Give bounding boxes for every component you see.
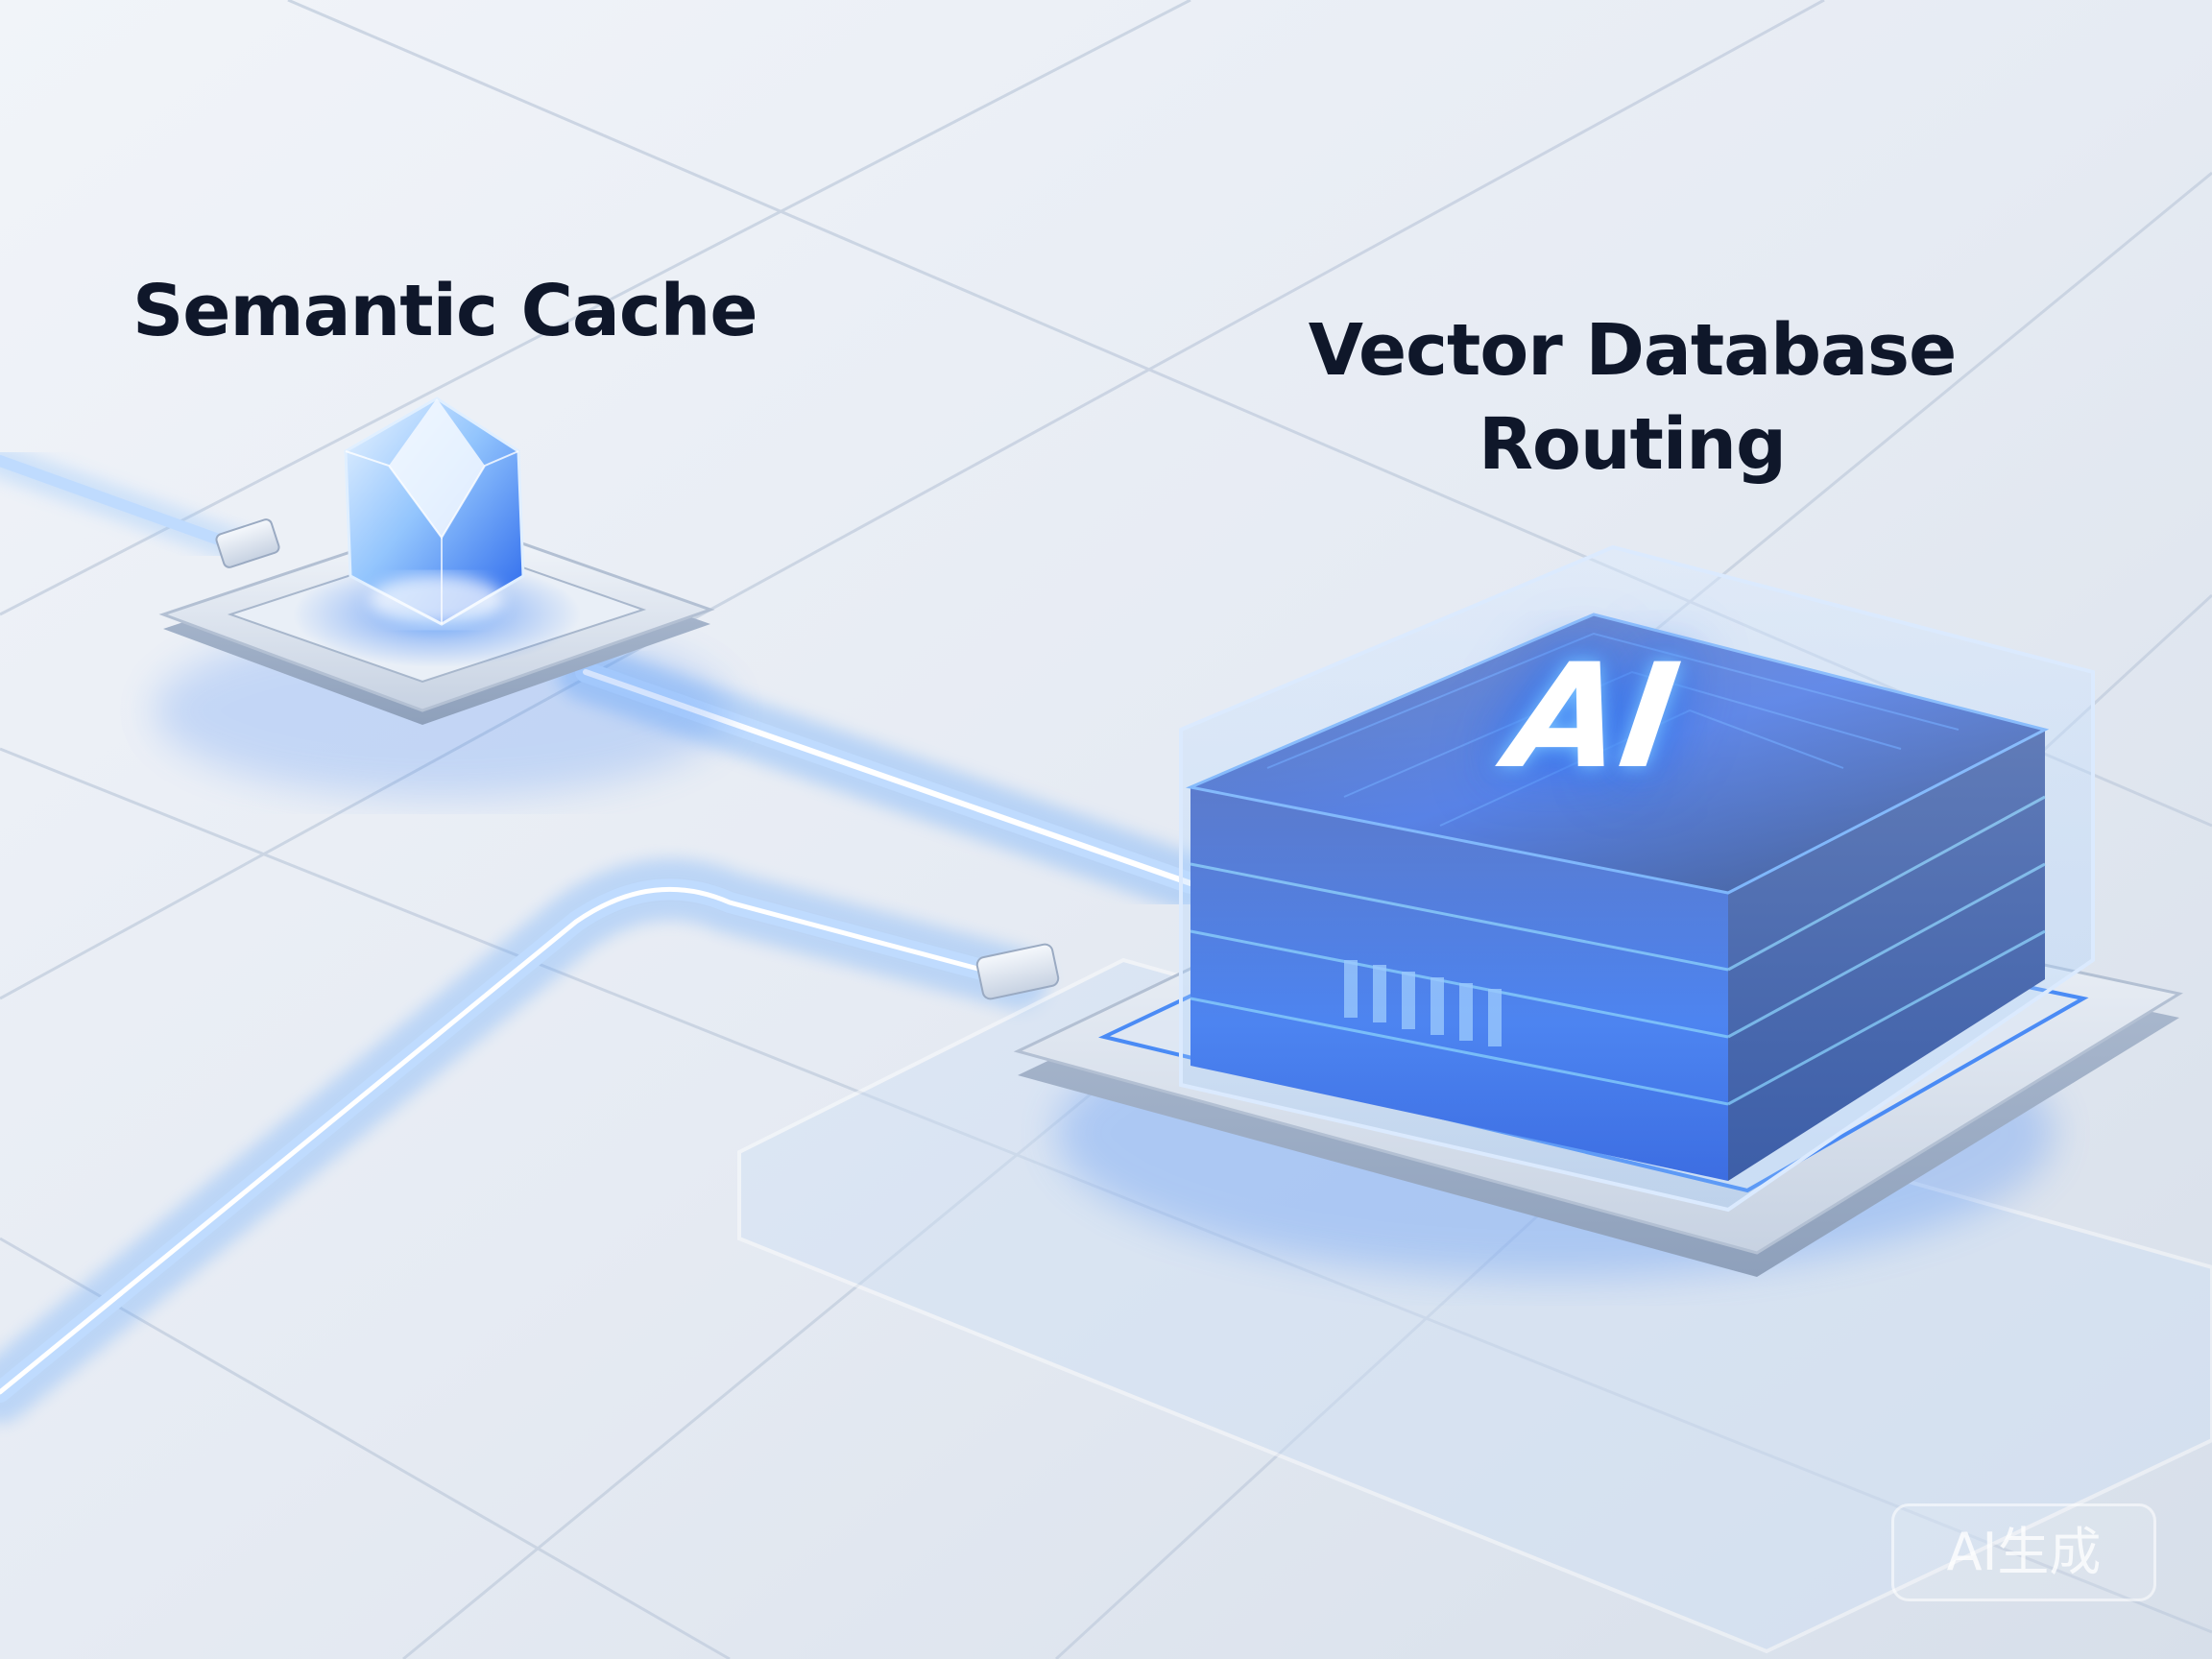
ai-chip-text: AI: [1499, 634, 1689, 801]
vector-database-routing-label: Vector Database Routing: [1229, 303, 2035, 492]
vector-database-label-line2: Routing: [1479, 403, 1787, 486]
semantic-cache-label: Semantic Cache: [132, 270, 758, 352]
ai-generated-watermark: AI生成: [1891, 1503, 2156, 1601]
semantic-cache-node: [154, 397, 730, 797]
vector-database-label-line1: Vector Database: [1308, 309, 1958, 392]
vector-database-node: [737, 544, 2212, 1654]
